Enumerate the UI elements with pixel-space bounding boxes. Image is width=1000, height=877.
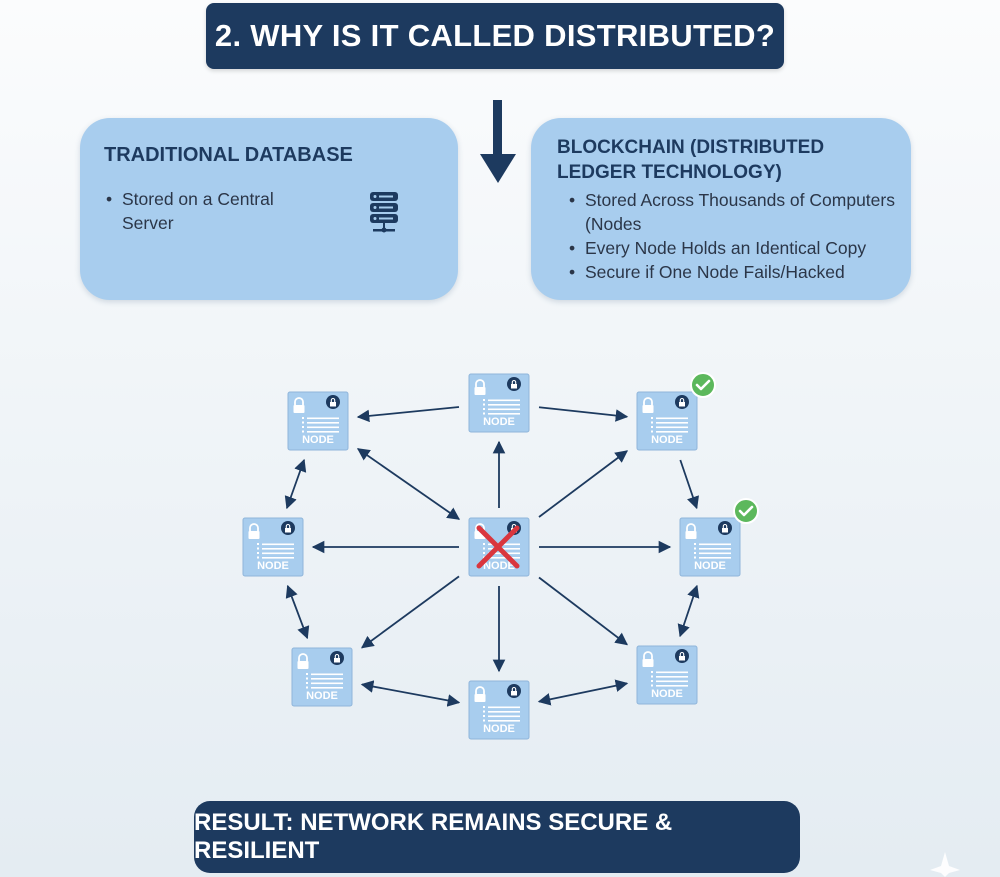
ledger-lines [257,543,294,559]
network-node: NODE [468,373,530,433]
node-label: NODE [483,723,515,735]
blockchain-title: BLOCKCHAIN (DISTRIBUTED LEDGER TECHNOLOG… [557,137,825,183]
lock-badge-icon [326,395,340,409]
padlock-icon [642,397,654,413]
ledger-lines [302,417,339,433]
ledger-lines [651,671,688,687]
node-label: NODE [651,688,683,700]
ledger-lines [694,543,731,559]
network-node: NODE [468,517,530,577]
network-arrow [538,576,629,646]
network-arrow [677,584,700,638]
padlock-icon [474,686,486,702]
network-edges [284,406,700,707]
database-server-icon [370,192,398,233]
node-label: NODE [483,416,515,428]
blockchain-panel: BLOCKCHAIN (DISTRIBUTED LEDGER TECHNOLOG… [531,118,911,300]
lock-badge-icon [330,651,344,665]
node-label: NODE [694,560,726,572]
traditional-database-title: TRADITIONAL DATABASE [104,144,353,166]
result-banner: RESULT: NETWORK REMAINS SECURE & RESILIE… [194,801,800,873]
padlock-icon [293,397,305,413]
page-title: 2. WHY IS IT CALLED DISTRIBUTED? [206,3,784,69]
blockchain-bullets: Stored Across Thousands of Computers (No… [567,188,907,284]
traditional-bullet: Stored on a Central Server [104,187,314,235]
network-node: NODE [468,680,530,740]
network-arrow [284,458,307,510]
network-node: NODE [287,391,349,451]
down-arrow-icon [480,100,516,183]
network-node: NODE [636,645,698,705]
network-node: NODE [291,647,353,707]
lock-badge-icon [507,684,521,698]
network-arrow [285,584,310,640]
padlock-icon [474,379,486,395]
padlock-icon [685,523,697,539]
ledger-lines [483,399,520,415]
padlock-icon [642,651,654,667]
node-label: NODE [483,560,515,572]
blockchain-bullet: Stored Across Thousands of Computers (No… [567,188,907,236]
ledger-lines [306,673,343,689]
check-badge-icon [733,498,759,524]
check-badge-icon [690,372,716,398]
network-node: NODE [679,498,759,577]
lock-badge-icon [507,377,521,391]
lock-badge-icon [281,521,295,535]
traditional-bullets: Stored on a Central Server [104,187,314,235]
ledger-lines [651,417,688,433]
node-label: NODE [302,434,334,446]
padlock-icon [248,523,260,539]
ledger-lines [483,706,520,722]
node-label: NODE [306,690,338,702]
padlock-icon [297,653,309,669]
network-node: NODE [242,517,304,577]
network-arrow [356,406,460,423]
network-arrow [538,450,629,518]
node-label: NODE [257,560,289,572]
blockchain-bullet: Secure if One Node Fails/Hacked [567,260,907,284]
network-arrow [360,575,460,649]
traditional-database-panel: TRADITIONAL DATABASE Stored on a Central… [80,118,458,300]
network-arrow [537,679,629,706]
node-label: NODE [651,434,683,446]
network-node: NODE [636,372,716,451]
lock-badge-icon [675,395,689,409]
lock-badge-icon [718,521,732,535]
network-nodes: NODE NODE NODE NODE NODE NODE NODE NODE NODE [242,372,759,740]
blockchain-bullet: Every Node Holds an Identical Copy [567,236,907,260]
network-arrow [538,406,629,422]
network-arrow [356,448,461,520]
failed-x-icon [476,525,520,569]
lock-badge-icon [675,649,689,663]
network-arrow [679,459,699,510]
sparkle-icon [930,852,960,877]
network-arrow [360,680,461,707]
